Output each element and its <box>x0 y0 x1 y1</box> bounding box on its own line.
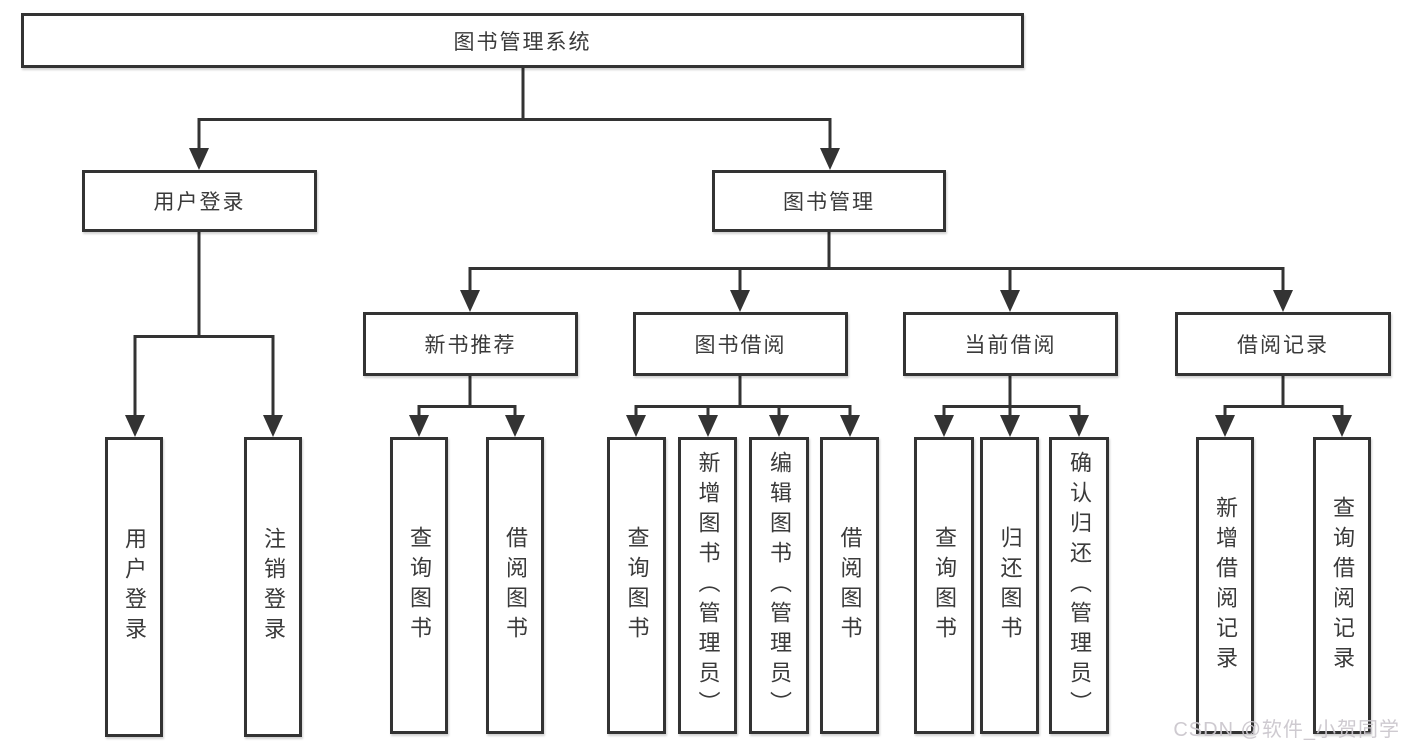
node-current-borrow: 当前借阅 <box>903 312 1118 376</box>
arrow-down-icon <box>1215 415 1235 437</box>
arrow-down-icon <box>125 415 145 437</box>
arrow-down-icon <box>263 415 283 437</box>
arrow-down-icon <box>730 290 750 312</box>
arrow-down-icon <box>1069 415 1089 437</box>
node-leaf-query-borrow-record: 查询借阅记录 <box>1313 437 1371 734</box>
csdn-watermark: CSDN @软件_小贺同学 <box>1173 719 1400 741</box>
arrow-down-icon <box>409 415 429 437</box>
node-leaf-query-books-current: 查询图书 <box>914 437 974 734</box>
arrow-down-icon <box>934 415 954 437</box>
arrow-down-icon <box>698 415 718 437</box>
arrow-down-icon <box>626 415 646 437</box>
node-leaf-query-books-borrow: 查询图书 <box>607 437 666 734</box>
arrow-down-icon <box>769 415 789 437</box>
node-user-login: 用户登录 <box>82 170 317 232</box>
node-borrow-records: 借阅记录 <box>1175 312 1391 376</box>
arrow-down-icon <box>505 415 525 437</box>
node-leaf-return-book: 归还图书 <box>980 437 1039 734</box>
arrow-down-icon <box>460 290 480 312</box>
arrow-down-icon <box>1000 415 1020 437</box>
node-leaf-add-borrow-record: 新增借阅记录 <box>1196 437 1254 734</box>
node-leaf-user-login: 用户登录 <box>105 437 163 737</box>
arrow-down-icon <box>1273 290 1293 312</box>
arrow-down-icon <box>1332 415 1352 437</box>
node-leaf-add-book-admin: 新增图书（管理员） <box>678 437 737 734</box>
node-library-management-system: 图书管理系统 <box>21 13 1024 68</box>
node-book-borrow: 图书借阅 <box>633 312 848 376</box>
node-leaf-borrow-books-recommend: 借阅图书 <box>486 437 544 734</box>
node-leaf-borrow-books: 借阅图书 <box>820 437 879 734</box>
arrow-down-icon <box>1000 290 1020 312</box>
node-leaf-edit-book-admin: 编辑图书（管理员） <box>749 437 809 734</box>
node-book-management: 图书管理 <box>712 170 946 232</box>
arrowhead-icons <box>125 148 1352 437</box>
arrow-down-icon <box>820 148 840 170</box>
arrow-down-icon <box>189 148 209 170</box>
node-leaf-query-books-recommend: 查询图书 <box>390 437 448 734</box>
node-leaf-confirm-return-admin: 确认归还（管理员） <box>1049 437 1109 734</box>
node-leaf-logout: 注销登录 <box>244 437 302 737</box>
node-new-book-recommend: 新书推荐 <box>363 312 578 376</box>
arrow-down-icon <box>840 415 860 437</box>
